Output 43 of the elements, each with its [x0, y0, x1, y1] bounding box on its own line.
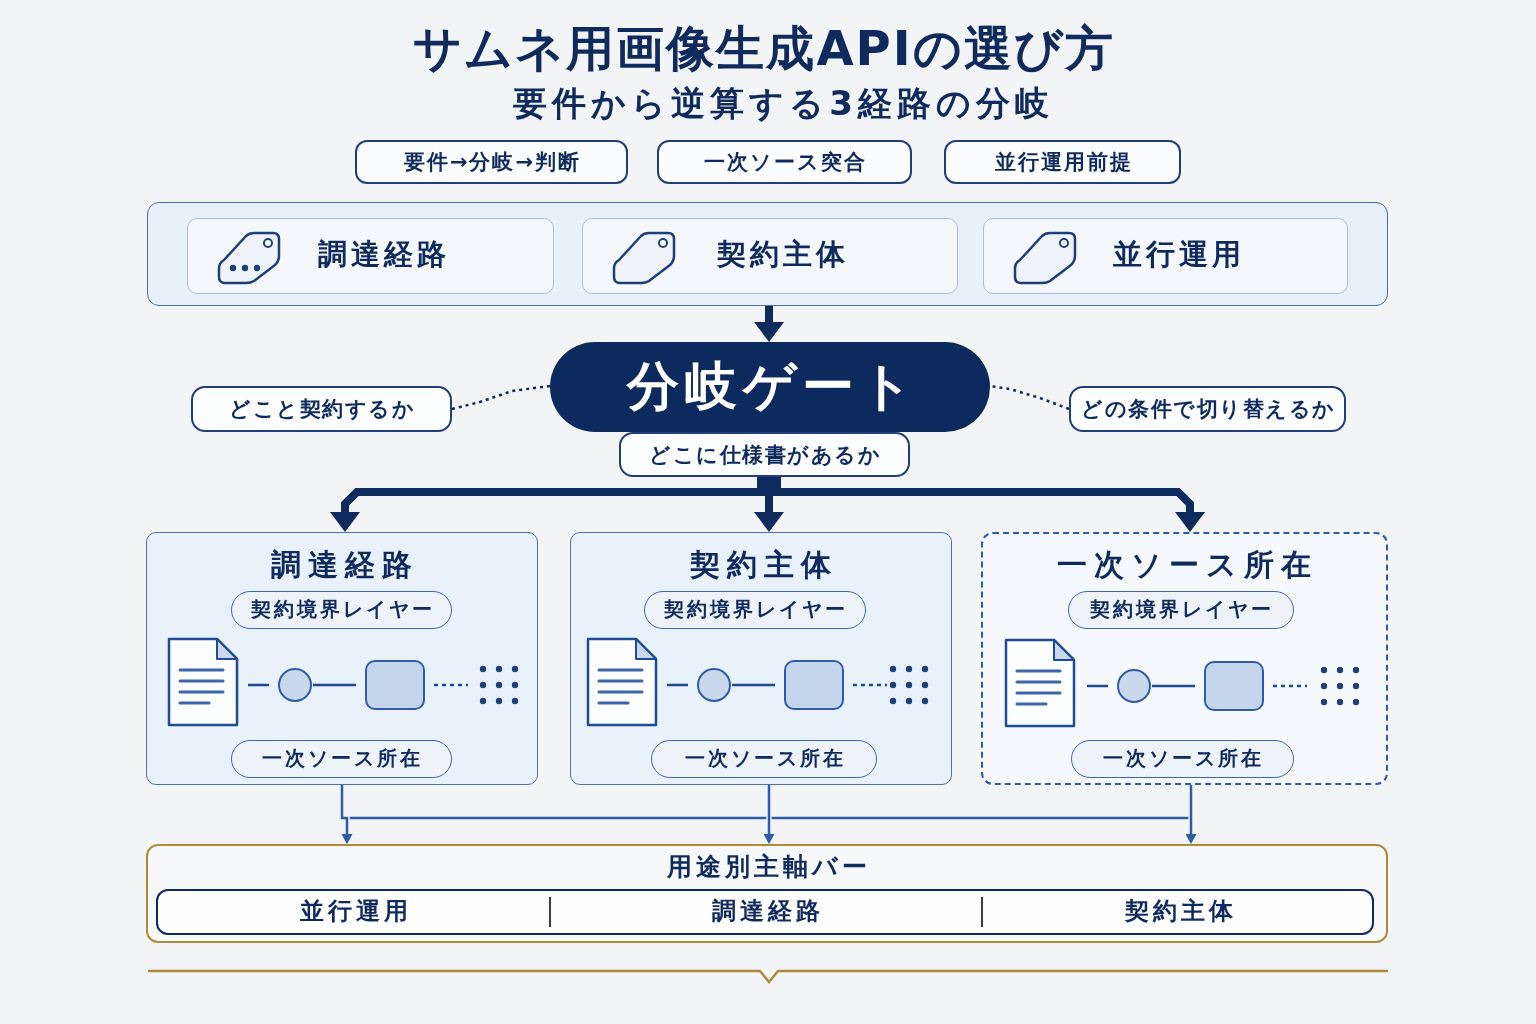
layer-pill: 契約境界レイヤー [1067, 590, 1294, 629]
arrow [773, 477, 1205, 532]
route-panel [981, 532, 1388, 785]
dotted-line [989, 384, 1070, 411]
card-title: 契約主体 [716, 238, 849, 272]
layer-pill: 契約境界レイヤー [230, 590, 452, 629]
arrow [330, 477, 765, 532]
layer-pill: 一次ソース所在 [230, 739, 452, 778]
segmented-bar [156, 889, 1374, 935]
arrow [340, 785, 353, 844]
arrow [763, 785, 775, 844]
panel-title: 一次ソース所在 [1056, 547, 1318, 582]
dotted-line [451, 384, 551, 411]
tag-card [581, 217, 958, 294]
arrow [1185, 785, 1197, 844]
question-pill: どこと契約するか [191, 386, 452, 432]
card-title: 並行運用 [1111, 238, 1245, 272]
tag-pill: 一次ソース突合 [657, 140, 912, 184]
route-panel [570, 532, 952, 785]
card-title: 調達経路 [316, 238, 450, 272]
question-pill: どこに仕様書があるか [619, 432, 910, 477]
panel-title: 調達経路 [270, 547, 419, 582]
question-pill: どの条件で切り替えるか [1069, 386, 1346, 432]
layer-pill: 一次ソース所在 [1070, 739, 1294, 778]
segment-label: 契約主体 [1124, 898, 1237, 926]
tag-card [982, 217, 1348, 294]
layer-pill: 一次ソース所在 [650, 739, 877, 778]
gate-pill: 分岐ゲート [550, 342, 990, 432]
segment-label: 並行運用 [299, 898, 412, 926]
arrow [754, 306, 784, 342]
panel-title: 契約主体 [689, 547, 838, 582]
bar-heading: 用途別主軸バー [666, 852, 871, 882]
axis-bar-panel [146, 844, 1388, 943]
page-subtitle: 要件から逆算する3経路の分岐 [512, 84, 1054, 124]
segment-label: 調達経路 [711, 898, 824, 926]
panel-band [147, 202, 1388, 306]
tag-card [186, 217, 554, 294]
tag-pill: 並行運用前提 [944, 140, 1181, 184]
arrow [754, 477, 784, 532]
tag-pill: 要件→分岐→判断 [355, 140, 628, 184]
layer-pill: 契約境界レイヤー [643, 590, 866, 629]
route-panel [146, 532, 538, 785]
page-title: サムネ用画像生成APIの選び方 [412, 21, 1115, 77]
